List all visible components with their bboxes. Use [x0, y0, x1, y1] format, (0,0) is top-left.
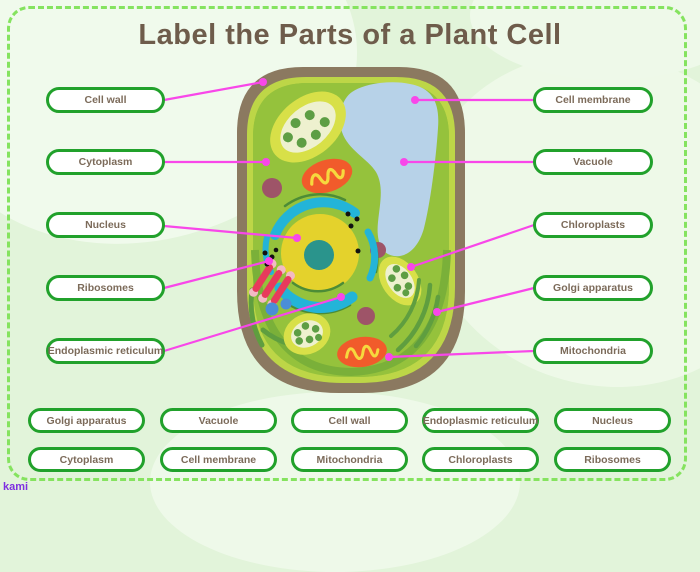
- label-text: Golgi apparatus: [553, 282, 633, 294]
- nucleolus-shape: [304, 240, 334, 270]
- label-chloroplasts[interactable]: Chloroplasts: [533, 212, 653, 238]
- vacuole-shape: [340, 82, 439, 257]
- word-bank-text: Ribosomes: [584, 453, 641, 466]
- word-bank-text: Mitochondria: [316, 453, 383, 466]
- dashed-border-frame: [7, 6, 687, 481]
- golgi-apparatus-shape: [389, 278, 441, 353]
- label-nucleus[interactable]: Nucleus: [46, 212, 165, 238]
- chloroplast-shape: [270, 91, 346, 163]
- label-text: Endoplasmic reticulum: [47, 345, 164, 357]
- mitochondria-shape: [337, 336, 387, 368]
- chloroplast-shape: [283, 313, 331, 355]
- word-bank-text: Endoplasmic reticulum: [422, 414, 539, 427]
- word-bank-text: Cell membrane: [180, 453, 257, 466]
- label-text: Ribosomes: [77, 282, 134, 294]
- word-bank-text: Vacuole: [198, 414, 239, 427]
- word-bank-cell-wall[interactable]: Cell wall: [291, 408, 408, 433]
- label-golgi-apparatus[interactable]: Golgi apparatus: [533, 275, 653, 301]
- connector-mitochondria: [388, 349, 535, 359]
- label-endoplasmic-reticulum[interactable]: Endoplasmic reticulum: [46, 338, 165, 364]
- vesicle-blue-shape: [280, 298, 292, 310]
- word-bank-endoplasmic-reticulum[interactable]: Endoplasmic reticulum: [422, 408, 539, 433]
- connector-lines: [163, 80, 535, 359]
- page-title: Label the Parts of a Plant Cell: [138, 19, 562, 51]
- label-text: Cell membrane: [555, 94, 631, 106]
- word-bank-cytoplasm[interactable]: Cytoplasm: [28, 447, 145, 472]
- word-bank-text: Nucleus: [592, 414, 633, 427]
- word-bank-text: Golgi apparatus: [46, 414, 127, 427]
- word-bank-text: Cell wall: [328, 414, 371, 427]
- word-bank-vacuole[interactable]: Vacuole: [160, 408, 277, 433]
- connector-endoplasmic-reticulum: [163, 295, 342, 353]
- connector-chloroplasts: [410, 223, 535, 269]
- word-bank-mitochondria[interactable]: Mitochondria: [291, 447, 408, 472]
- connector-nucleus: [163, 224, 298, 240]
- word-bank-ribosomes[interactable]: Ribosomes: [554, 447, 671, 472]
- word-bank-golgi-apparatus[interactable]: Golgi apparatus: [28, 408, 145, 433]
- label-text: Vacuole: [573, 156, 613, 168]
- kami-logo: kami: [3, 481, 29, 493]
- label-cytoplasm[interactable]: Cytoplasm: [46, 149, 165, 175]
- label-text: Chloroplasts: [560, 219, 626, 231]
- nucleus-shape: [281, 214, 359, 292]
- connector-golgi-apparatus: [436, 286, 535, 314]
- word-bank-cell-membrane[interactable]: Cell membrane: [160, 447, 277, 472]
- vesicle-shape: [357, 307, 375, 325]
- label-text: Cytoplasm: [78, 156, 133, 168]
- connector-ribosomes: [163, 259, 270, 290]
- label-text: Mitochondria: [560, 345, 626, 357]
- word-bank-text: Cytoplasm: [59, 453, 114, 466]
- label-mitochondria[interactable]: Mitochondria: [533, 338, 653, 364]
- word-bank-text: Chloroplasts: [448, 453, 513, 466]
- word-bank-nucleus[interactable]: Nucleus: [554, 408, 671, 433]
- vesicle-shape: [262, 178, 282, 198]
- label-vacuole[interactable]: Vacuole: [533, 149, 653, 175]
- label-cell-membrane[interactable]: Cell membrane: [533, 87, 653, 113]
- word-bank-chloroplasts[interactable]: Chloroplasts: [422, 447, 539, 472]
- vesicle-blue-shape: [265, 302, 279, 316]
- label-text: Cell wall: [84, 94, 127, 106]
- plant-cell-illustration: [163, 67, 535, 393]
- mitochondria-shape: [301, 158, 353, 194]
- connector-dots: [259, 78, 441, 361]
- connector-cell-wall: [163, 80, 264, 102]
- label-cell-wall[interactable]: Cell wall: [46, 87, 165, 113]
- label-ribosomes[interactable]: Ribosomes: [46, 275, 165, 301]
- label-text: Nucleus: [85, 219, 126, 231]
